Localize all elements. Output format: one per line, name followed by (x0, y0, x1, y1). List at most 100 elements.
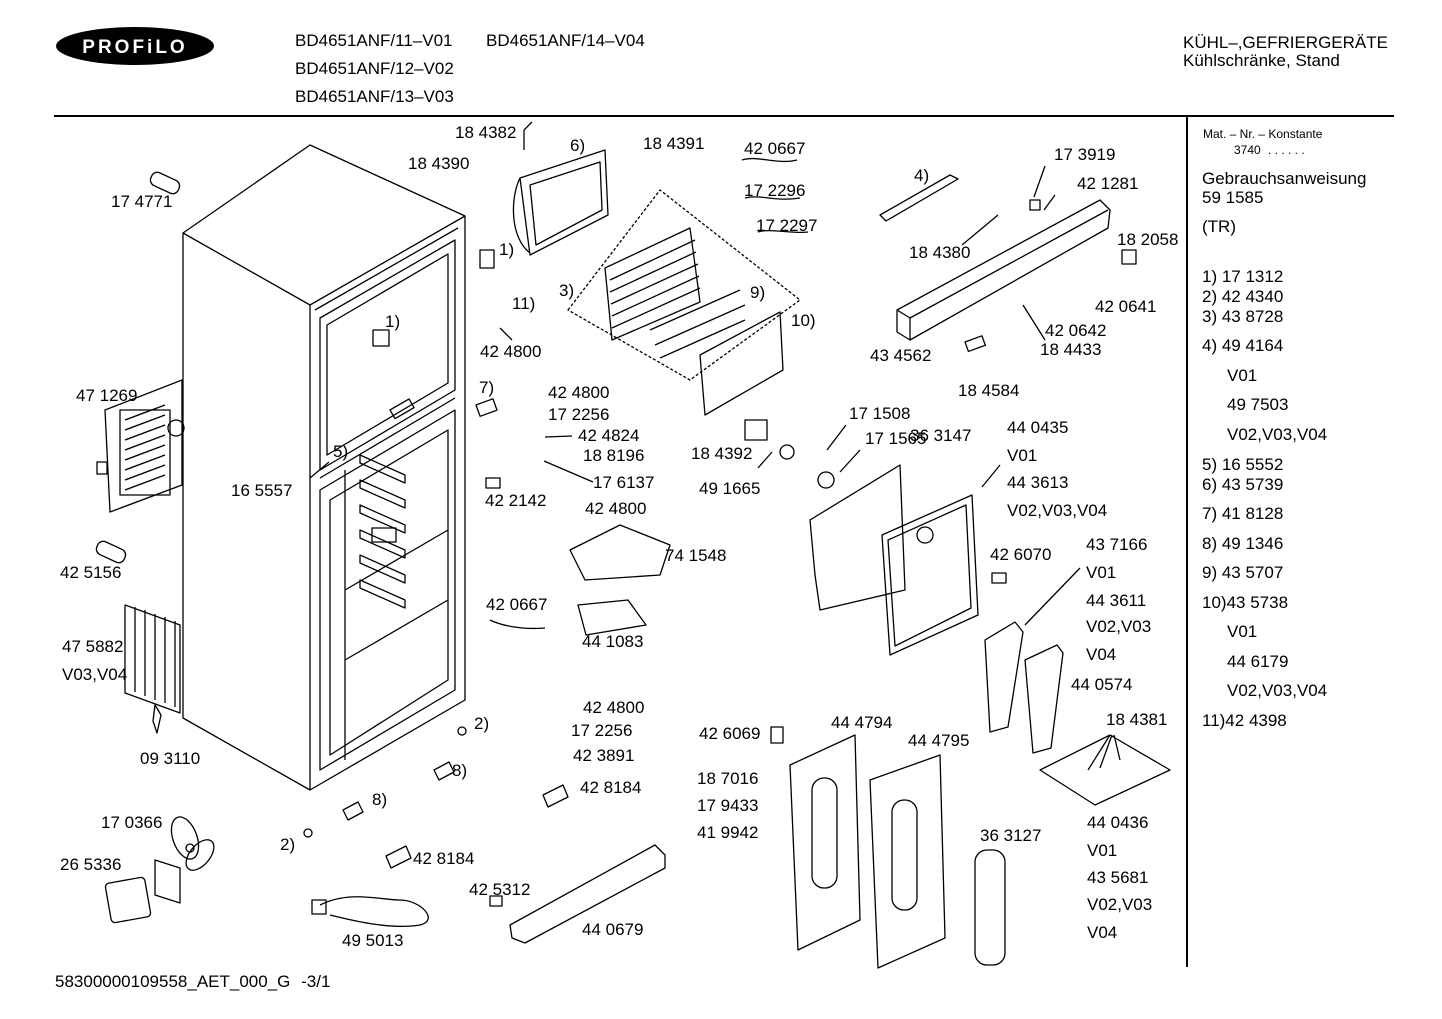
cabinet-shelves (359, 454, 406, 609)
legend-10-alt: 44 6179 (1227, 652, 1289, 671)
part-label: 18 4433 (1040, 340, 1102, 359)
duct-36-3127 (974, 849, 1006, 966)
part-label: 8) (452, 761, 468, 780)
evaporator-cover (512, 149, 609, 256)
part-09-3110 (152, 704, 162, 734)
part-label: 36 3127 (980, 826, 1042, 845)
legend-7: 7) 41 8128 (1202, 504, 1284, 523)
part-18-4382 (523, 121, 533, 150)
part-label: V01 (1007, 446, 1038, 465)
inner-panel-left (809, 464, 906, 611)
part-label: 42 0667 (744, 139, 806, 158)
fan-motor (104, 876, 152, 924)
part-label: 42 0642 (1045, 321, 1107, 340)
leader-18-4381 (1087, 734, 1121, 771)
category-title: KÜHL–,GEFRIERGERÄTE (1183, 33, 1388, 52)
legend-6: 6) 43 5739 (1202, 475, 1284, 494)
leader-17-1565 (839, 449, 861, 473)
air-duct-left (984, 621, 1024, 733)
legend-5: 5) 16 5552 (1202, 455, 1284, 474)
leader-17-1508 (826, 424, 847, 451)
logo-text: PROFiLO (82, 37, 187, 58)
part-label: 42 4800 (480, 342, 542, 361)
exploded-view-drawing (95, 121, 1171, 969)
part-17-1565 (817, 471, 835, 489)
page-number: -3/1 (301, 972, 331, 991)
mat-dots: . . . . . . (1268, 143, 1305, 157)
part-label: 16 5557 (231, 481, 293, 500)
part-42-2142 (485, 477, 501, 489)
lamp-cover (879, 174, 959, 222)
tube-42-5156 (95, 540, 127, 564)
part-17-3919 (1029, 199, 1041, 211)
part-label: 43 7166 (1086, 535, 1148, 554)
control-panel (896, 199, 1111, 341)
part-label: 41 9942 (697, 823, 759, 842)
legend-2: 2) 42 4340 (1202, 287, 1284, 306)
bracket-1b (479, 249, 495, 269)
leader-18-4380 (961, 214, 999, 246)
part-42-5312 (489, 895, 503, 907)
part-label: 7) (479, 378, 495, 397)
part-label: V01 (1087, 841, 1118, 860)
part-label: 17 1508 (849, 404, 911, 423)
part-label: 42 0641 (1095, 297, 1157, 316)
cabinet-outline (182, 144, 466, 791)
part-label: 5) (333, 442, 349, 461)
part-label: 17 4771 (111, 192, 173, 211)
inner-panel-right (881, 494, 979, 656)
leader-42-4800 (499, 327, 513, 341)
fan-bracket (154, 859, 181, 904)
part-label: 42 8184 (580, 778, 642, 797)
part-18-4392 (744, 419, 768, 441)
air-duct-right (1024, 644, 1064, 754)
condenser-coil (124, 604, 181, 714)
legend-4-alt-variants: V02,V03,V04 (1227, 425, 1328, 444)
part-label: 17 2256 (548, 405, 610, 424)
part-label: V01 (1086, 563, 1117, 582)
part-label: 18 8196 (583, 446, 645, 465)
part-label: 17 2256 (571, 721, 633, 740)
legend-4-v01: V01 (1227, 366, 1258, 385)
leader-42-4824 (544, 435, 573, 438)
mat-value: 3740 (1234, 143, 1261, 157)
wire-17-2296 (744, 196, 801, 200)
bottom-plate (1039, 734, 1171, 806)
part-label: 2) (474, 714, 490, 733)
part-label: 42 6070 (990, 545, 1052, 564)
part-label: V02,V03 (1086, 617, 1152, 636)
wire-42-0667 (741, 157, 798, 163)
screw-2-b (303, 828, 313, 838)
manual-lang: (TR) (1202, 217, 1236, 236)
part-label: 18 4390 (408, 154, 470, 173)
part-7 (475, 398, 498, 417)
part-label: 8) (372, 790, 388, 809)
legend-11: 11)42 4398 (1202, 711, 1287, 730)
part-label: 18 2058 (1117, 230, 1179, 249)
leader-44-0435 (981, 464, 1001, 488)
document-id: 58300000109558_AET_000_G (55, 972, 291, 991)
wire-17-2297 (757, 229, 809, 234)
wire-42-0667-b (489, 619, 546, 630)
legend-10: 10)43 5738 (1202, 593, 1289, 612)
leader-air-duct (1024, 567, 1081, 626)
part-label: 18 4382 (455, 123, 517, 142)
legend-8: 8) 49 1346 (1202, 534, 1284, 553)
part-label: 42 5156 (60, 563, 122, 582)
hinge-42-8184-a (385, 845, 412, 869)
bracket-1 (372, 329, 390, 347)
part-label: 18 4380 (909, 243, 971, 262)
part-label: 2) (280, 835, 296, 854)
part-label: 49 1665 (699, 479, 761, 498)
back-plate (699, 311, 784, 416)
part-label: 42 6069 (699, 724, 761, 743)
document-footer: 58300000109558_AET_000_G -3/1 (55, 972, 330, 992)
part-label: 42 3891 (573, 746, 635, 765)
part-label: 17 0366 (101, 813, 163, 832)
legend-4: 4) 49 4164 (1202, 336, 1284, 355)
part-label: 44 0436 (1087, 813, 1149, 832)
part-label: 1) (385, 312, 401, 331)
part-42-6070 (991, 572, 1007, 584)
legend-10-alt-variants: V02,V03,V04 (1227, 681, 1328, 700)
